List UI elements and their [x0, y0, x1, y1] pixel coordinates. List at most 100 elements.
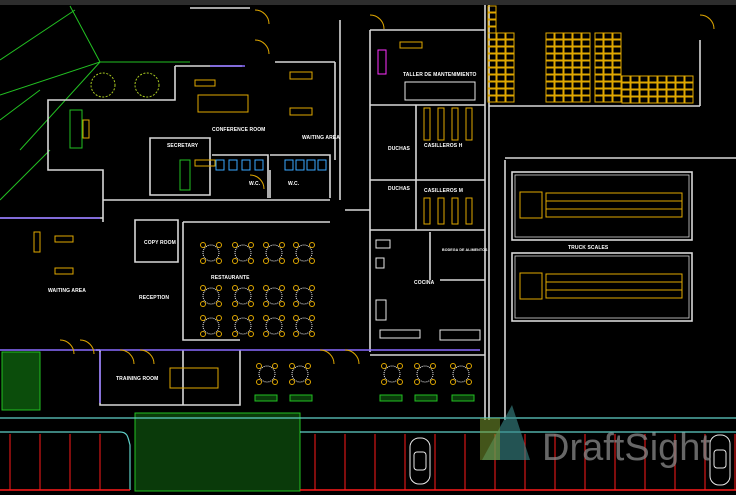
- dining-table: [263, 285, 285, 307]
- chair: [381, 379, 387, 385]
- chair: [305, 379, 311, 385]
- pallet: [684, 89, 694, 97]
- pallet: [648, 75, 658, 83]
- door-swing: [369, 14, 385, 30]
- toolbar-edge: [0, 0, 736, 5]
- sofa: [399, 41, 423, 49]
- table-top: [452, 365, 470, 383]
- pallet: [581, 67, 591, 75]
- locker: [451, 107, 459, 141]
- pallet: [505, 67, 515, 75]
- pallet: [487, 39, 497, 47]
- pallet: [639, 96, 649, 104]
- pallet: [603, 88, 613, 96]
- car-icon: [409, 437, 431, 485]
- pallet: [594, 81, 604, 89]
- chair: [279, 258, 285, 264]
- door-swing: [79, 339, 95, 355]
- pallet: [603, 46, 613, 54]
- chair: [309, 258, 315, 264]
- dining-table: [450, 363, 472, 385]
- pallet: [554, 53, 564, 61]
- pallet: [621, 89, 631, 97]
- planter: [289, 394, 313, 402]
- pallet: [630, 96, 640, 104]
- toilet: [254, 159, 264, 171]
- truck-scale-2-frame: [511, 252, 693, 322]
- pallet: [603, 81, 613, 89]
- wall-warehouse: [484, 5, 736, 420]
- toilet: [228, 159, 238, 171]
- pallet: [603, 74, 613, 82]
- wall-interior: [415, 105, 485, 281]
- kitchen-equipment: [375, 299, 387, 321]
- label-taller: TALLER DE MANTENIMIENTO: [403, 72, 477, 78]
- chair: [293, 301, 299, 307]
- pallet: [612, 81, 622, 89]
- pallet: [603, 67, 613, 75]
- tree: [90, 72, 116, 98]
- pallet: [603, 60, 613, 68]
- pallet: [612, 67, 622, 75]
- pallet: [487, 67, 497, 75]
- wall-corridor: [334, 20, 370, 211]
- chair: [279, 315, 285, 321]
- pallet: [496, 53, 506, 61]
- pallet: [505, 39, 515, 47]
- planter: [451, 394, 475, 402]
- chair: [200, 331, 206, 337]
- label-conference-room: CONFERENCE ROOM: [212, 127, 265, 133]
- pallet: [675, 96, 685, 104]
- chair: [232, 301, 238, 307]
- pallet: [505, 95, 515, 103]
- dining-table: [414, 363, 436, 385]
- trailer-ribs: [546, 200, 682, 210]
- table-top: [383, 365, 401, 383]
- table-top: [265, 244, 283, 262]
- label-waiting-area-right: WAITING AREA: [302, 135, 340, 141]
- pallet: [657, 75, 667, 83]
- door-swing: [254, 9, 270, 25]
- pallet: [487, 12, 497, 20]
- pallet: [545, 81, 555, 89]
- locker: [465, 197, 473, 225]
- pallet: [545, 46, 555, 54]
- kitchen-equipment: [375, 239, 391, 249]
- pallet: [496, 95, 506, 103]
- pallet: [612, 32, 622, 40]
- pallet: [545, 32, 555, 40]
- chair: [248, 315, 254, 321]
- chair: [232, 285, 238, 291]
- chair: [248, 242, 254, 248]
- pallet: [630, 82, 640, 90]
- toilet: [317, 159, 327, 171]
- chair: [309, 242, 315, 248]
- pallet: [581, 74, 591, 82]
- table-top: [202, 287, 220, 305]
- pallet: [487, 74, 497, 82]
- watermark-text: DraftSight: [542, 427, 711, 469]
- door-swing: [119, 349, 135, 365]
- pallet: [487, 60, 497, 68]
- windows-layer: [0, 65, 480, 403]
- chair: [200, 301, 206, 307]
- pallet: [612, 46, 622, 54]
- pallet: [487, 81, 497, 89]
- truck: [519, 191, 683, 219]
- chair: [232, 315, 238, 321]
- pallet: [505, 60, 515, 68]
- truck-scale-1-frame: [511, 171, 693, 241]
- dining-table: [289, 363, 311, 385]
- chair: [430, 379, 436, 385]
- pallet: [666, 96, 676, 104]
- pallet: [572, 95, 582, 103]
- door-swing: [344, 349, 360, 365]
- pallet: [639, 82, 649, 90]
- door-swing: [319, 349, 335, 365]
- pallet: [657, 96, 667, 104]
- pallet: [563, 88, 573, 96]
- pallet: [581, 46, 591, 54]
- chair: [232, 258, 238, 264]
- table-top: [295, 287, 313, 305]
